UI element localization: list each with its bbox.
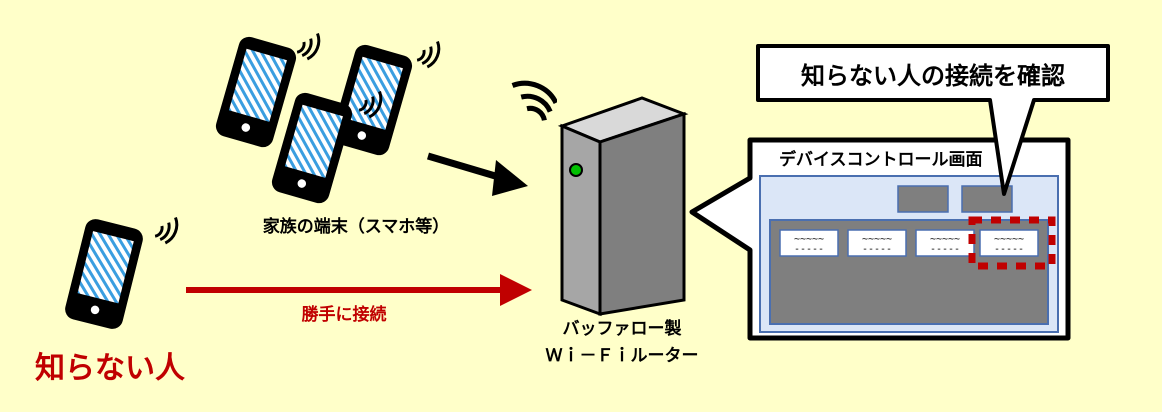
callout-text: 知らない人の接続を確認 xyxy=(801,62,1065,90)
device-box: ~~~~~----- xyxy=(779,229,839,257)
device-box: ~~~~~----- xyxy=(915,229,975,257)
device-box-line2: ----- xyxy=(994,244,1024,255)
family-phones xyxy=(213,31,441,206)
highlight-marker xyxy=(968,216,1056,270)
control-screen-title: デバイスコントロール画面 xyxy=(779,149,983,170)
stranger-label: 知らない人 xyxy=(35,351,185,386)
router-label-line1: バッファロー製 xyxy=(563,318,682,339)
device-box-line2: ----- xyxy=(862,244,892,255)
router-label-line2: Ｗｉ－Ｆｉルーター xyxy=(546,346,699,366)
smartphone-icon xyxy=(269,90,355,206)
smartphone-icon xyxy=(213,34,299,150)
wifi-signal-icon xyxy=(415,39,441,69)
callout-bubble: 知らない人の接続を確認 xyxy=(756,44,1110,196)
device-box-line1: ~~~~~ xyxy=(994,234,1024,245)
device-box: ~~~~~----- xyxy=(847,229,907,257)
wifi-signal-icon xyxy=(153,215,179,245)
status-led xyxy=(569,163,583,177)
arrow-icon xyxy=(186,274,532,306)
device-box-line1: ~~~~~ xyxy=(862,234,892,245)
device-box-line1: ~~~~~ xyxy=(930,234,960,245)
device-box-line2: ----- xyxy=(794,244,824,255)
family-devices-label: 家族の端末（スマホ等） xyxy=(263,216,450,237)
device-box: ~~~~~----- xyxy=(979,229,1039,257)
control-screen-panel: デバイスコントロール画面 ~~~~~-----~~~~~-----~~~~~--… xyxy=(689,137,1071,341)
smartphone-icon xyxy=(63,217,145,331)
device-box-line1: ~~~~~ xyxy=(794,234,824,245)
arrow-icon xyxy=(427,152,528,196)
device-boxes: ~~~~~-----~~~~~-----~~~~~-----~~~~~----- xyxy=(779,229,1039,257)
stranger-phone xyxy=(63,215,179,331)
unauthorized-connection-label: 勝手に接続 xyxy=(302,304,387,325)
device-box-line2: ----- xyxy=(930,244,960,255)
screen-button xyxy=(897,185,949,213)
wifi-signal-icon xyxy=(513,83,557,120)
router-icon xyxy=(513,83,689,317)
wifi-signal-icon xyxy=(295,31,321,61)
